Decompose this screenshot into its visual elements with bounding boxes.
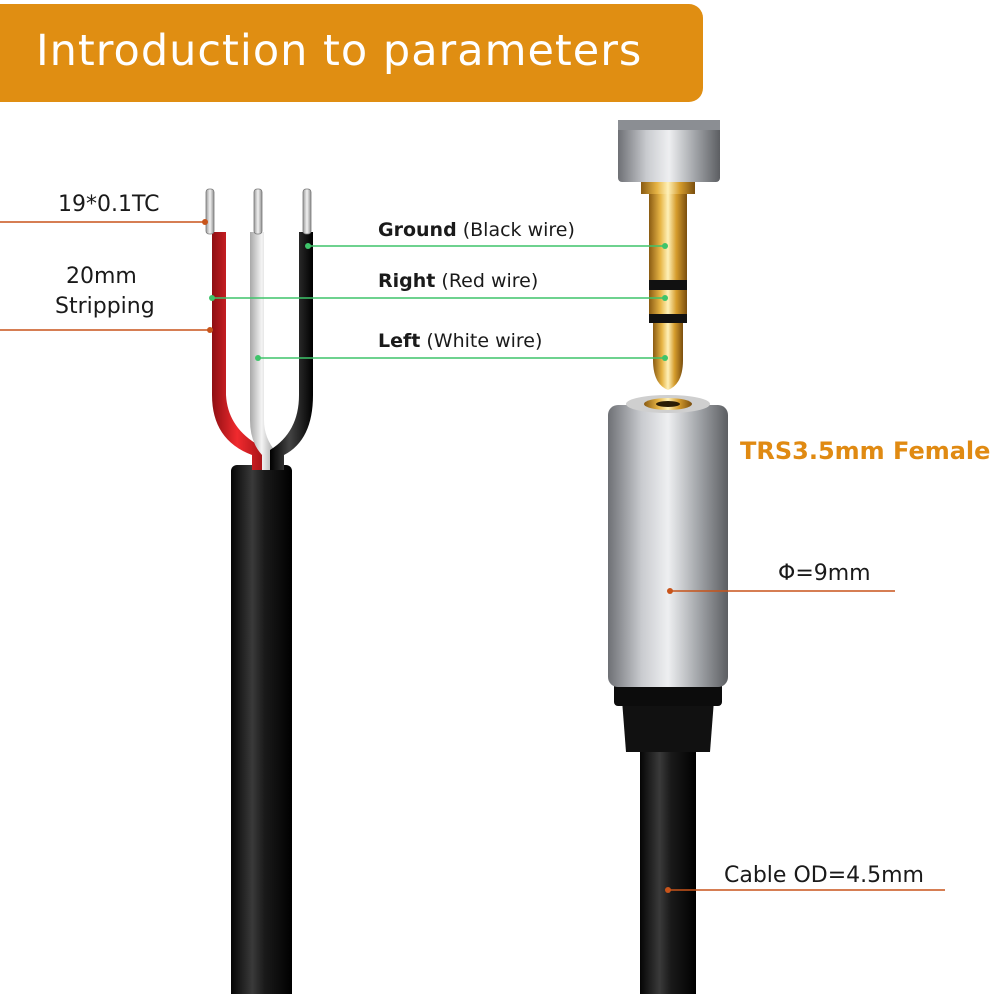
ground-wire-label: Ground (Black wire) (378, 219, 575, 241)
strip-length-label: 20mm (66, 264, 137, 289)
female-jack-label: TRS3.5mm Female (740, 437, 991, 465)
left-label-note: (White wire) (426, 330, 543, 352)
callout-lines (0, 219, 945, 893)
right-label-note: (Red wire) (441, 270, 539, 292)
diameter-label: Φ=9mm (778, 561, 871, 586)
open-wire-cable-icon (205, 188, 313, 994)
ground-label-note: (Black wire) (462, 219, 575, 241)
right-label-bold: Right (378, 270, 436, 292)
left-label-bold: Left (378, 330, 421, 352)
trs-3-5mm-plug-icon (618, 120, 720, 390)
title-banner: Introduction to parameters (0, 4, 703, 102)
conductor-spec-label: 19*0.1TC (58, 192, 160, 217)
stripping-label: Stripping (55, 294, 155, 319)
trs-3-5mm-female-jack-icon (608, 395, 728, 994)
right-wire-label: Right (Red wire) (378, 270, 538, 292)
ground-label-bold: Ground (378, 219, 457, 241)
cable-od-label: Cable OD=4.5mm (724, 863, 924, 888)
banner-title: Introduction to parameters (36, 26, 643, 76)
left-wire-label: Left (White wire) (378, 330, 542, 352)
